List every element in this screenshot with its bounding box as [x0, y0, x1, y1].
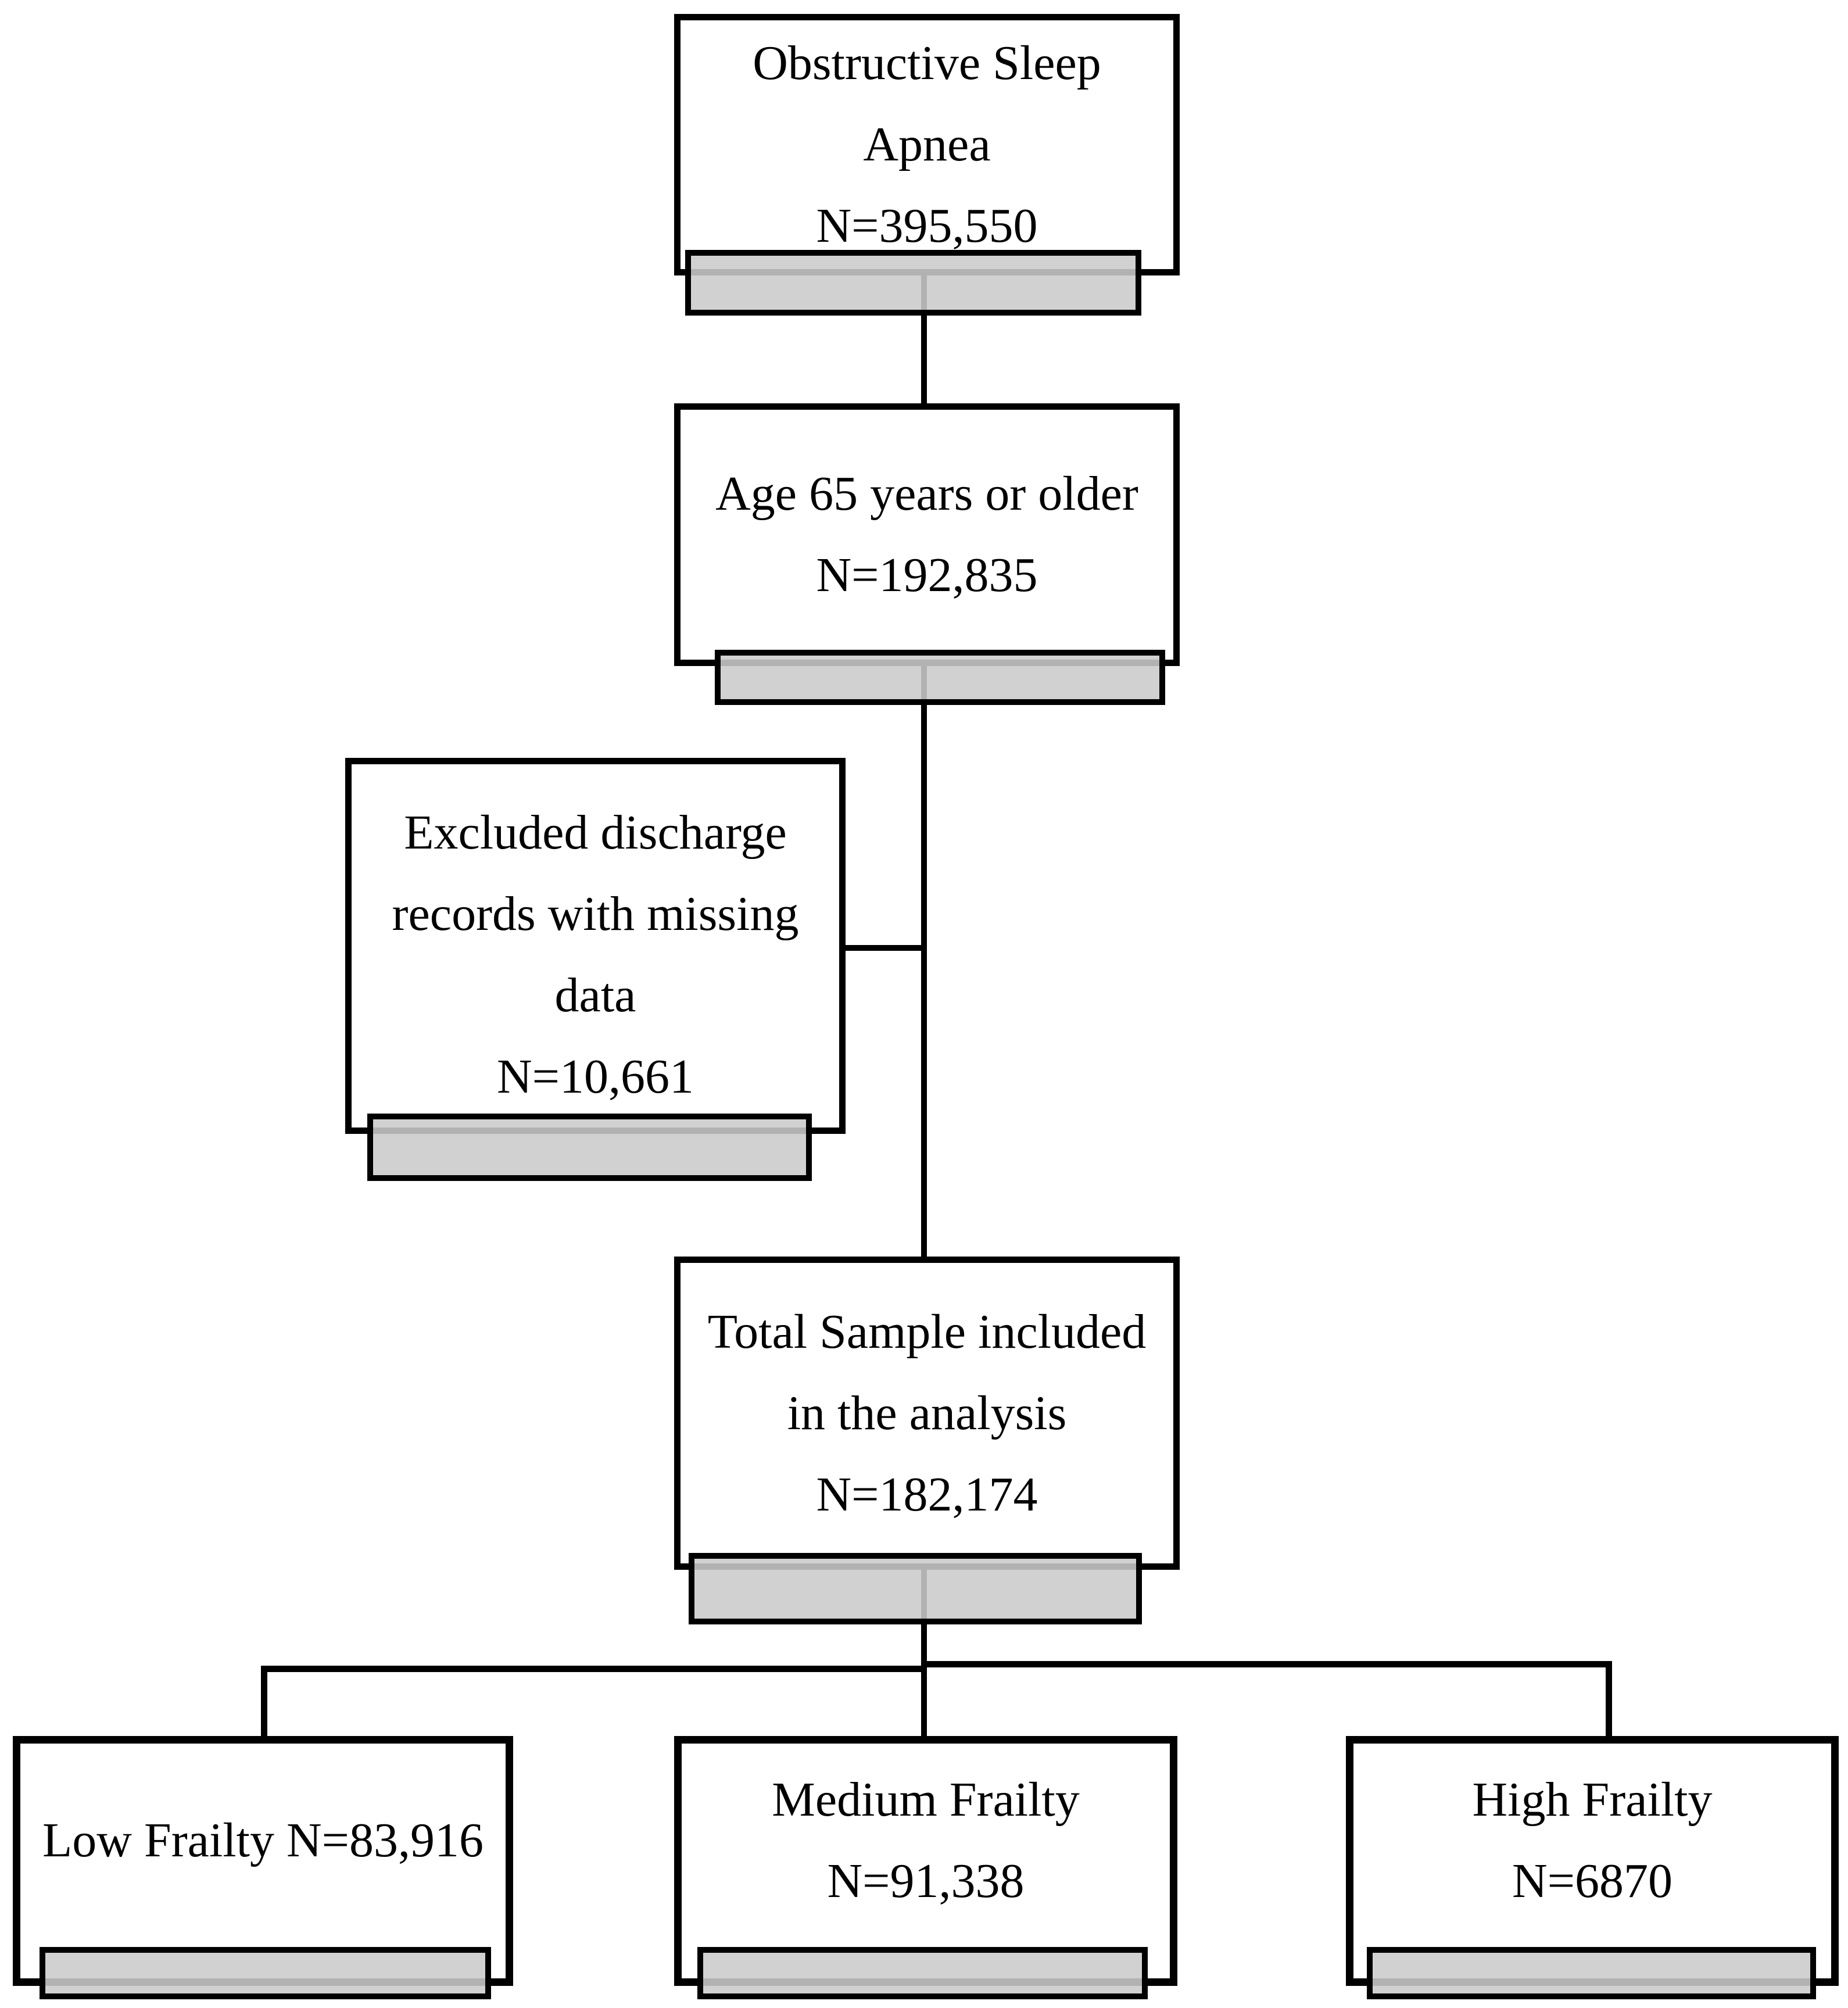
box-label: data — [554, 968, 636, 1022]
sample-size: N=10,661 — [496, 1049, 694, 1104]
shadow-bar-low-frailty — [40, 1947, 491, 1999]
box-label: Total Sample included — [707, 1304, 1147, 1359]
box-obstructive-sleep-apnea: Obstructive Sleep Apnea N=395,550 — [674, 14, 1180, 275]
box-label: Apnea — [863, 117, 991, 171]
box-excluded-records: Excluded discharge records with missing … — [345, 758, 846, 1134]
box-label: Age 65 years or older — [715, 467, 1138, 521]
shadow-bar-age — [715, 650, 1165, 705]
connector-age-to-total — [921, 663, 927, 1264]
box-label: records with missing — [392, 886, 799, 941]
box-label: Medium Frailty — [772, 1773, 1080, 1827]
connector-excluded-branch — [840, 945, 927, 951]
box-label: Low Frailty N=83,916 — [42, 1813, 484, 1867]
box-label: Obstructive Sleep — [753, 36, 1101, 90]
connector-split-horizontal-left — [261, 1666, 927, 1672]
sample-size: N=192,835 — [816, 548, 1038, 602]
box-label: Excluded discharge — [404, 805, 787, 860]
shadow-bar-medium-frailty — [697, 1947, 1148, 1999]
shadow-bar-osa — [685, 250, 1141, 316]
connector-split-horizontal-right — [921, 1661, 1612, 1667]
box-age-65-or-older: Age 65 years or older N=192,835 — [674, 403, 1180, 666]
connector-split-to-high — [1606, 1661, 1612, 1742]
shadow-bar-total — [689, 1553, 1142, 1624]
sample-size: N=6870 — [1512, 1854, 1673, 1908]
connector-total-to-split — [921, 1566, 927, 1741]
connector-osa-to-age — [921, 264, 927, 413]
sample-size: N=395,550 — [816, 199, 1038, 253]
box-label: in the analysis — [787, 1386, 1067, 1440]
box-total-sample: Total Sample included in the analysis N=… — [674, 1257, 1180, 1570]
shadow-bar-excluded — [367, 1114, 812, 1181]
connector-split-to-low — [261, 1666, 267, 1741]
shadow-bar-high-frailty — [1367, 1947, 1816, 1999]
sample-size: N=91,338 — [827, 1854, 1025, 1908]
box-label: High Frailty — [1472, 1773, 1713, 1827]
sample-size: N=182,174 — [816, 1467, 1038, 1522]
